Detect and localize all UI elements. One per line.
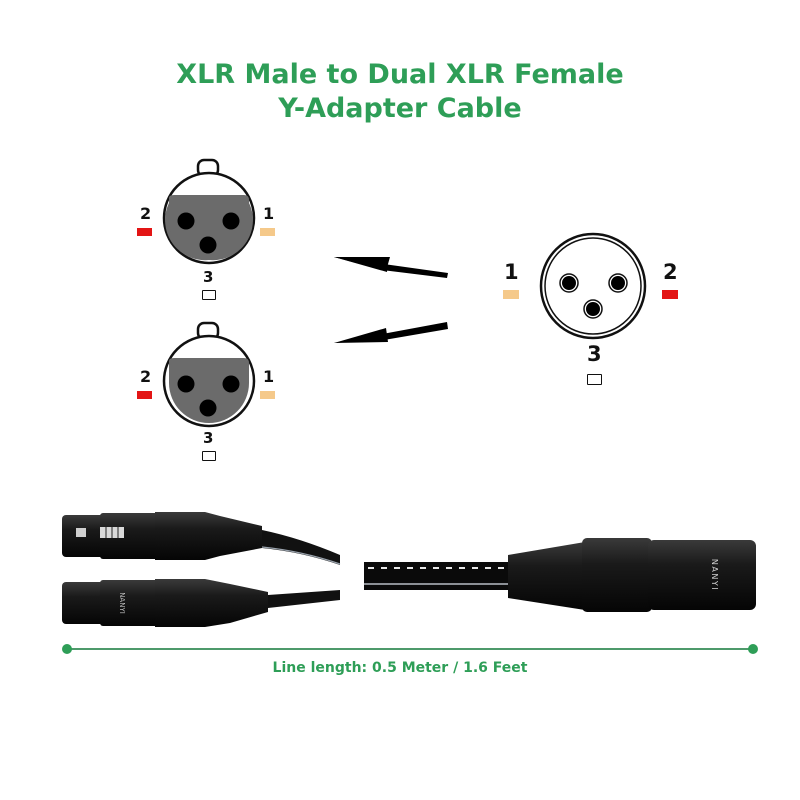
pin2-color-swatch	[137, 391, 152, 399]
arrow-left-up-icon	[334, 257, 448, 278]
pin1-color-swatch	[503, 290, 519, 299]
pin-label-1: 1	[504, 260, 519, 284]
pin3-color-swatch	[202, 290, 216, 300]
male-connector-photo: NANYI	[364, 538, 756, 612]
male-xlr-pinout: 1 2 3	[490, 210, 690, 390]
male-connector-head	[648, 540, 756, 610]
female-connector-bottom-head	[62, 582, 104, 624]
pin3-color-swatch	[587, 374, 602, 385]
pin-label-2: 2	[140, 367, 152, 386]
line-start-dot	[62, 644, 72, 654]
pin-label-3: 3	[587, 342, 602, 366]
arrow-left-down-icon	[334, 322, 448, 343]
pin-label-3: 3	[203, 268, 214, 286]
title-line-2: Y-Adapter Cable	[278, 93, 522, 124]
brand-imprint-male: NANYI	[710, 559, 719, 591]
pin-label-2: 2	[140, 204, 152, 223]
pin-label-1: 1	[263, 204, 275, 223]
pin2-color-swatch	[137, 228, 152, 236]
male-xlr-plug-icon	[539, 232, 647, 340]
pin3-color-swatch	[202, 451, 216, 461]
pin-label-3: 3	[203, 429, 214, 447]
pin1-color-swatch	[260, 391, 275, 399]
female-xlr-pinout-top: 2 1 3	[130, 150, 290, 310]
title-line-1: XLR Male to Dual XLR Female	[176, 59, 624, 90]
pin-label-2: 2	[663, 260, 678, 284]
diagram-title: XLR Male to Dual XLR Female Y-Adapter Ca…	[0, 58, 800, 126]
length-measurement-line	[62, 644, 758, 654]
female-connectors-photo: NANYI	[62, 512, 341, 627]
female-xlr-socket-icon	[162, 321, 256, 428]
length-caption: Line length: 0.5 Meter / 1.6 Feet	[272, 660, 528, 676]
pin-label-1: 1	[263, 367, 275, 386]
female-xlr-pinout-bottom: 2 1 3	[130, 315, 290, 465]
female-xlr-socket-icon	[162, 158, 256, 265]
cable	[364, 562, 514, 590]
pin2-color-swatch	[662, 290, 678, 299]
direction-arrows	[334, 257, 448, 343]
brand-imprint-female: NANYI	[118, 592, 126, 614]
line-end-dot	[748, 644, 758, 654]
pin1-color-swatch	[260, 228, 275, 236]
